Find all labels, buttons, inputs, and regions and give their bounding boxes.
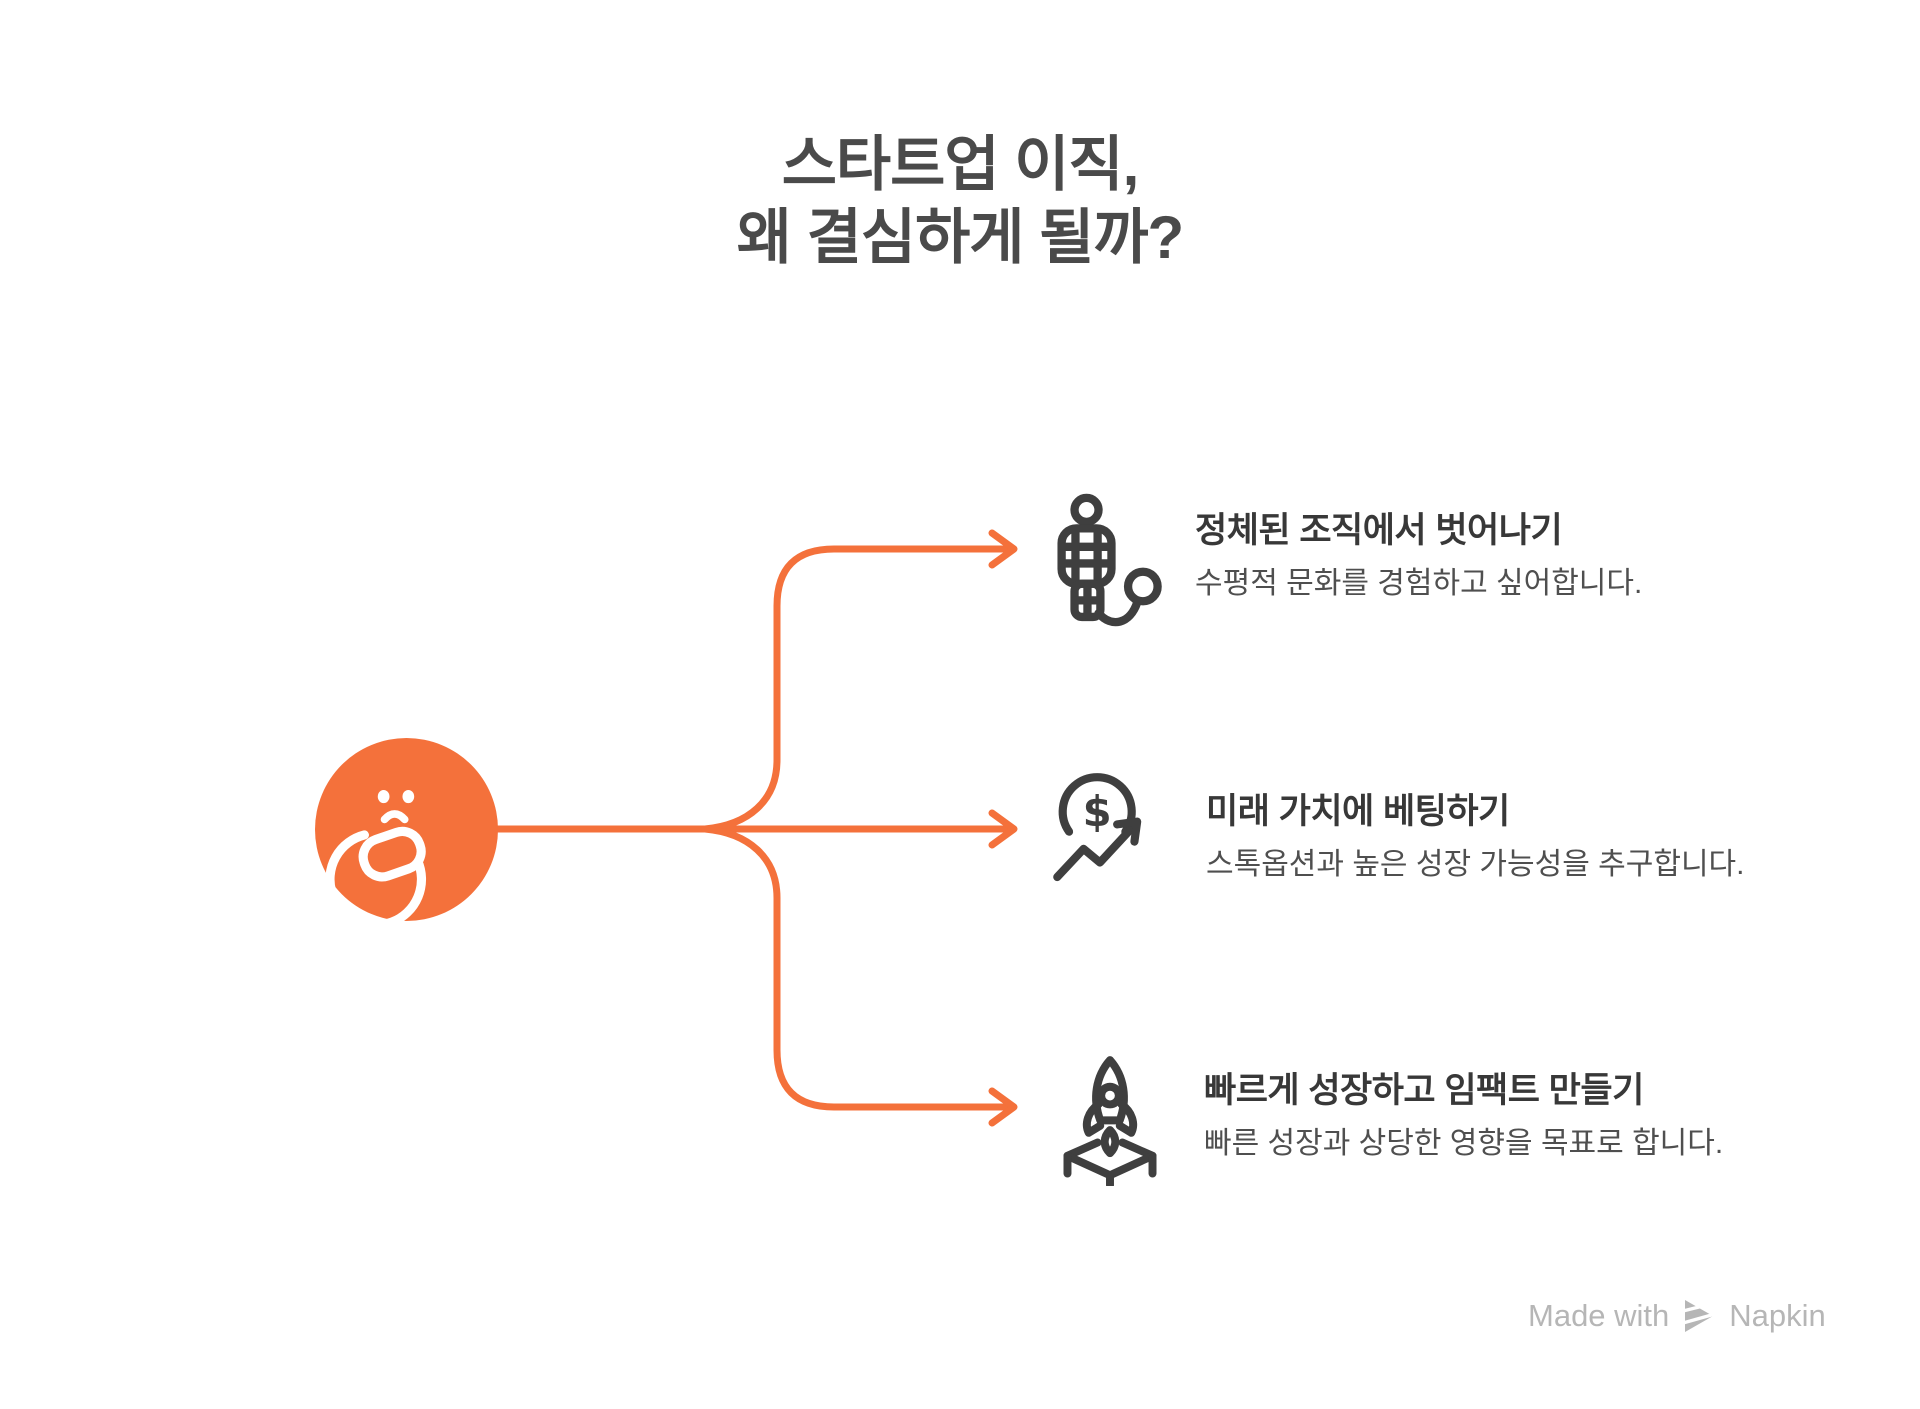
item-description: 빠른 성장과 상당한 영향을 목표로 합니다. <box>1204 1126 1724 1160</box>
svg-text:$: $ <box>1083 787 1112 836</box>
item-description: 수평적 문화를 경험하고 싶어합니다. <box>1195 566 1643 600</box>
made-with-napkin-badge[interactable]: Made with Napkin <box>1528 1298 1826 1334</box>
page-title-line2: 왜 결심하게 될까? <box>736 204 1184 272</box>
thinking-face-icon <box>325 789 426 921</box>
page-title-line1: 스타트업 이직, <box>781 131 1140 198</box>
page-title: 스타트업 이직, 왜 결심하게 될까? <box>0 128 1920 274</box>
arrowhead-bottom-icon <box>988 1087 1018 1127</box>
stuck-person-icon <box>1045 493 1165 637</box>
root-node <box>315 738 498 921</box>
item-description: 스톡옵션과 높은 성장 가능성을 추구합니다. <box>1206 847 1745 881</box>
napkin-logo-icon <box>1683 1300 1716 1332</box>
branch-item-fast-growth: 빠르게 성장하고 임팩트 만들기 빠른 성장과 상당한 영향을 목표로 합니다. <box>1048 1053 1723 1191</box>
connector-bottom <box>701 825 1009 1111</box>
dollar-growth-icon: $ <box>1050 768 1168 893</box>
napkin-brand-label: Napkin <box>1729 1298 1826 1333</box>
arrowhead-top-icon <box>988 529 1018 569</box>
item-title: 빠르게 성장하고 임팩트 만들기 <box>1204 1071 1644 1110</box>
branch-item-stagnant-org: 정체된 조직에서 벗어나기 수평적 문화를 경험하고 싶어합니다. <box>1045 493 1642 637</box>
connector-top <box>701 545 1009 833</box>
item-title: 미래 가치에 베팅하기 <box>1206 792 1510 831</box>
rocket-launch-icon <box>1048 1053 1172 1191</box>
arrowhead-middle-icon <box>988 809 1018 849</box>
branch-item-future-value: $ 미래 가치에 베팅하기 스톡옵션과 높은 성장 가능성을 추구합니다. <box>1050 768 1744 893</box>
made-with-label: Made with <box>1528 1298 1670 1333</box>
item-title: 정체된 조직에서 벗어나기 <box>1195 511 1563 550</box>
